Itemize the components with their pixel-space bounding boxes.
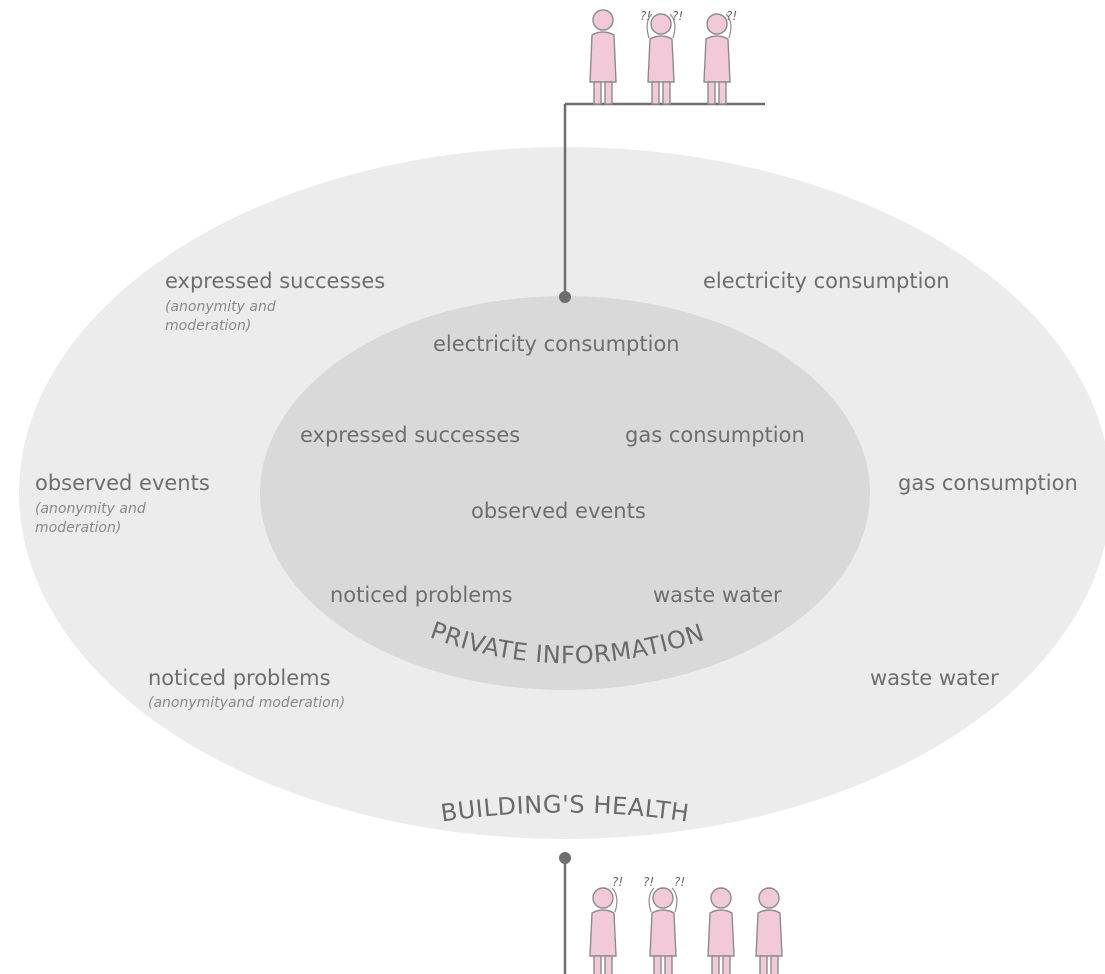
outer-label-observed-events: observed events <box>35 471 210 495</box>
inner-label-electricity-consumption: electricity consumption <box>433 332 680 356</box>
top-connector-dot <box>559 291 571 303</box>
outer-note: (anonymity and <box>35 501 146 517</box>
inner-label-waste-water: waste water <box>653 583 782 607</box>
inner-ellipse <box>260 296 870 690</box>
outer-label-waste-water: waste water <box>870 666 999 690</box>
person-figure <box>755 887 783 974</box>
confused-mark: ?! <box>726 9 737 23</box>
outer-note: (anonymityand moderation) <box>148 695 345 711</box>
confused-mark: ?! <box>612 875 623 889</box>
outer-label-gas-consumption: gas consumption <box>898 471 1078 495</box>
outer-label-expressed-successes: expressed successes <box>165 269 385 293</box>
person-figure-confused <box>703 13 732 105</box>
inner-label-observed-events: observed events <box>471 499 646 523</box>
bottom-people-group: ?! ?! ?! <box>589 875 783 974</box>
confused-mark: ?! <box>672 9 683 23</box>
bottom-connector-dot <box>559 852 571 864</box>
outer-label-noticed-problems: noticed problems <box>148 666 331 690</box>
confused-mark: ?! <box>643 875 654 889</box>
inner-label-noticed-problems: noticed problems <box>330 583 513 607</box>
person-figure-confused <box>646 13 676 105</box>
inner-label-expressed-successes: expressed successes <box>300 423 520 447</box>
person-figure <box>589 9 617 105</box>
person-figure-confused <box>648 887 678 974</box>
outer-note: moderation) <box>165 318 251 334</box>
top-people-group: ?! ?! ?! <box>589 9 737 105</box>
inner-label-gas-consumption: gas consumption <box>625 423 805 447</box>
outer-note: moderation) <box>35 520 121 536</box>
outer-label-electricity-consumption: electricity consumption <box>703 269 950 293</box>
person-figure <box>707 887 735 974</box>
confused-mark: ?! <box>674 875 685 889</box>
outer-note: (anonymity and <box>165 299 276 315</box>
confused-mark: ?! <box>640 9 651 23</box>
person-figure-confused <box>589 887 618 974</box>
bottom-connector <box>559 852 571 974</box>
